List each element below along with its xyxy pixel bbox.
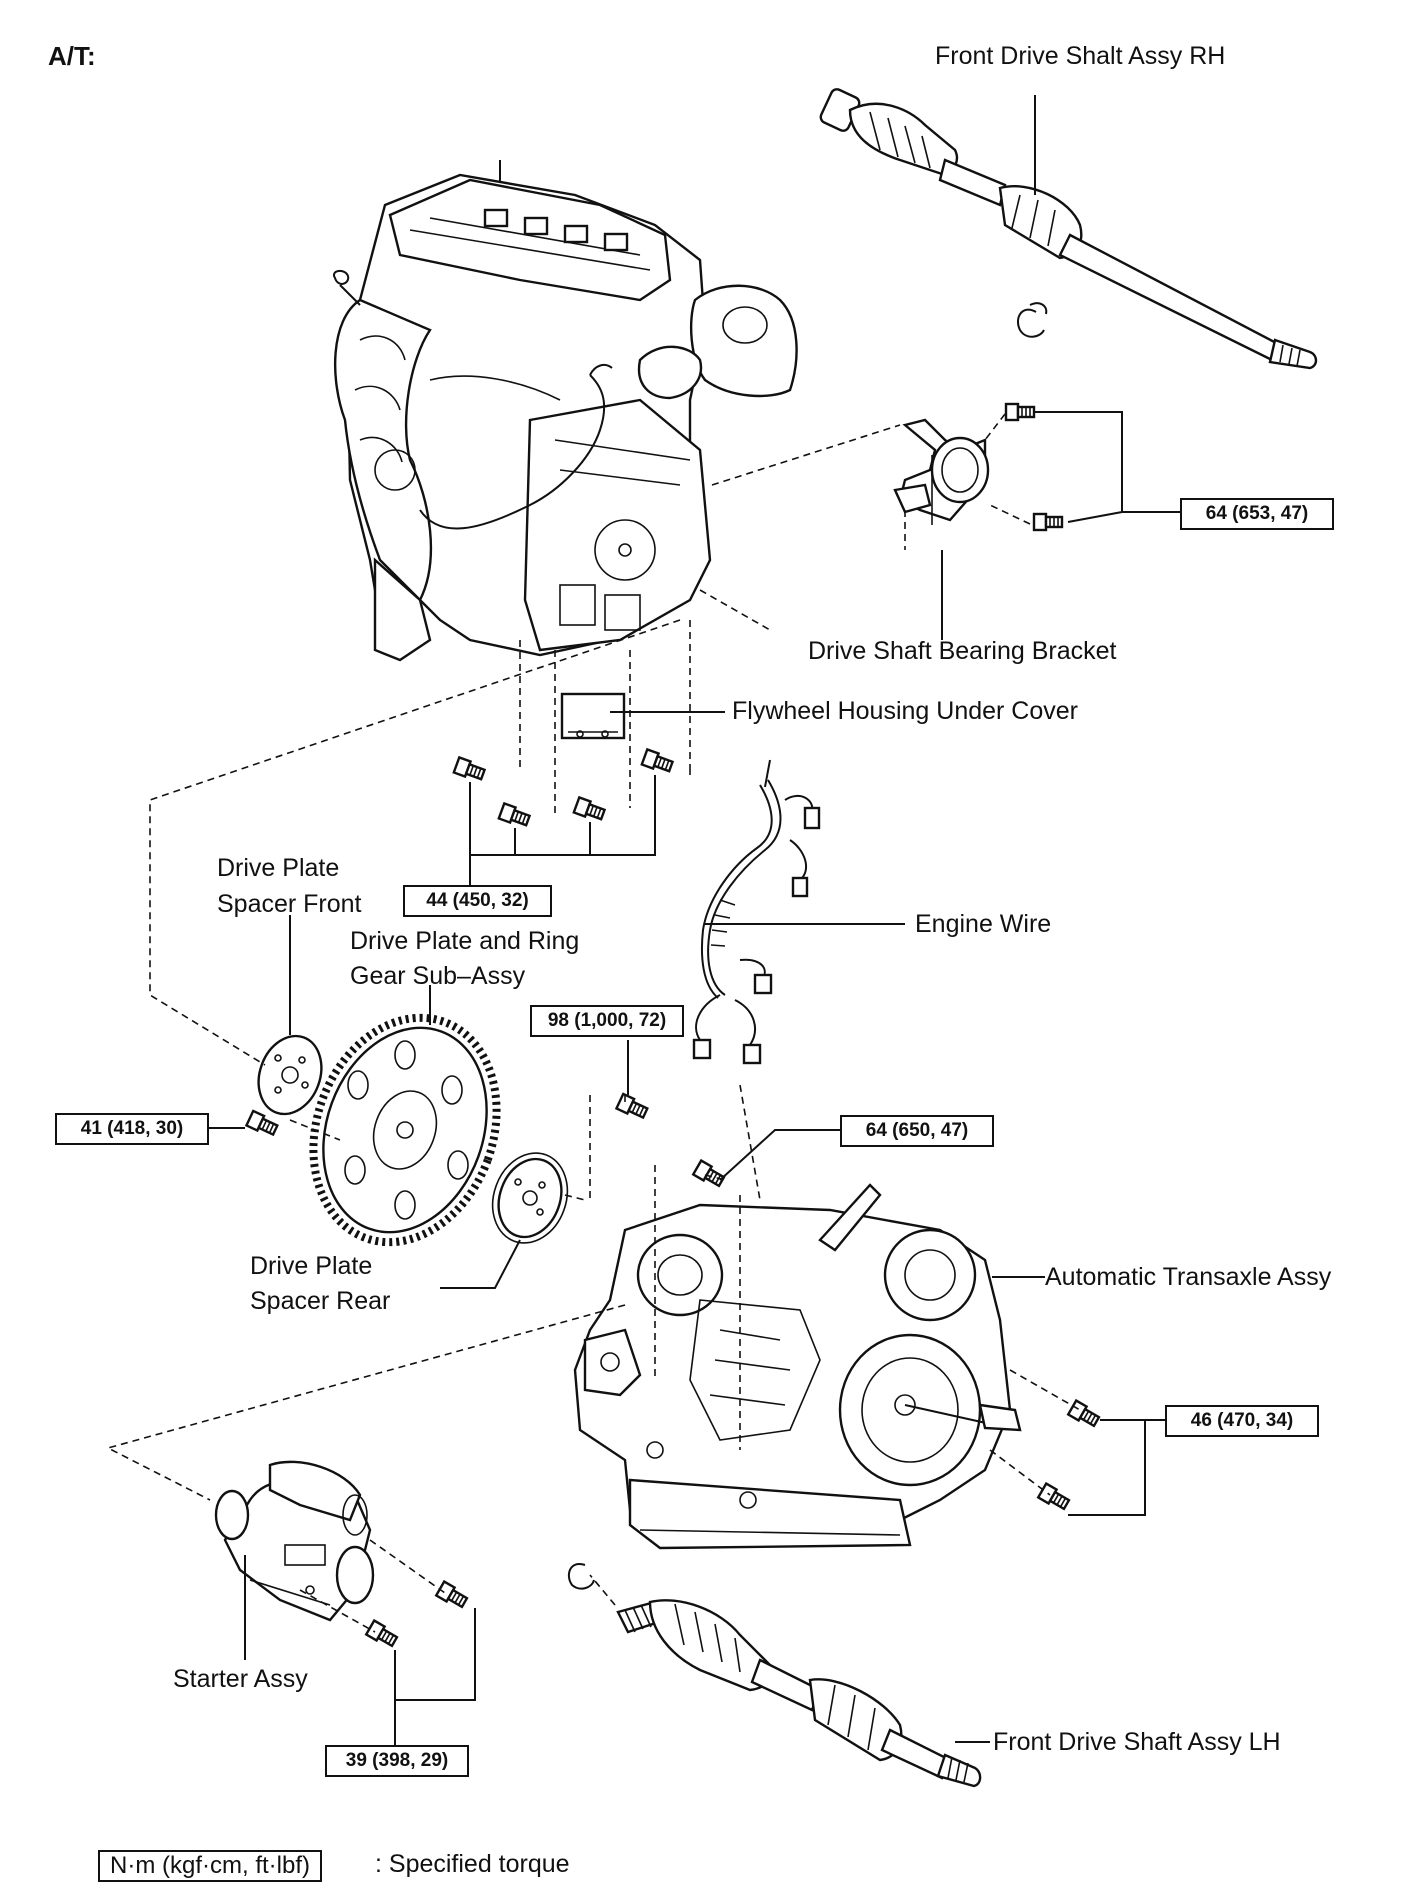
label-drive-plate-ring-gear-line1: Drive Plate and Ring bbox=[350, 927, 580, 955]
snap-ring-rh bbox=[1017, 308, 1045, 338]
drive-plate-spacer-rear bbox=[491, 1152, 569, 1244]
label-automatic-transaxle-assy: Automatic Transaxle Assy bbox=[1045, 1263, 1332, 1291]
label-drive-plate-spacer-front-line2: Spacer Front bbox=[217, 890, 362, 918]
label-drive-shaft-bearing-bracket: Drive Shaft Bearing Bracket bbox=[808, 637, 1117, 665]
drive-plate-spacer-front bbox=[257, 1034, 323, 1116]
label-drive-plate-spacer-rear-line1: Drive Plate bbox=[250, 1252, 373, 1280]
torque-box-transaxle-upper: 64 (650, 47) bbox=[840, 1115, 994, 1147]
front-drive-shaft-lh bbox=[616, 1599, 982, 1788]
torque-box-engine-wire: 98 (1,000, 72) bbox=[530, 1005, 684, 1037]
label-drive-plate-spacer-front-line1: Drive Plate bbox=[217, 854, 340, 882]
page-header: A/T: bbox=[48, 41, 96, 71]
starter-assy bbox=[214, 1460, 375, 1622]
torque-box-bracket: 64 (653, 47) bbox=[1180, 498, 1334, 530]
cover-bolts bbox=[452, 748, 675, 830]
label-front-drive-shaft-rh: Front Drive Shalt Assy RH bbox=[935, 42, 1226, 70]
legend-description: : Specified torque bbox=[375, 1850, 570, 1878]
assembly-lines bbox=[105, 413, 1081, 1633]
snap-ring-lh bbox=[567, 1563, 595, 1590]
drive-shaft-bearing-bracket bbox=[893, 418, 990, 525]
label-drive-plate-ring-gear-line2: Gear Sub–Assy bbox=[350, 962, 526, 990]
torque-box-cover-bolts: 44 (450, 32) bbox=[403, 885, 552, 917]
front-drive-shaft-rh bbox=[819, 88, 1318, 370]
flywheel-housing-under-cover bbox=[560, 692, 626, 740]
automatic-transaxle bbox=[573, 1183, 1022, 1550]
label-drive-plate-spacer-rear-line2: Spacer Rear bbox=[250, 1287, 391, 1315]
label-front-drive-shaft-lh: Front Drive Shaft Assy LH bbox=[993, 1728, 1281, 1756]
torque-box-drive-plate: 41 (418, 30) bbox=[55, 1113, 209, 1145]
label-flywheel-housing-under-cover: Flywheel Housing Under Cover bbox=[732, 697, 1078, 725]
label-engine-wire: Engine Wire bbox=[915, 910, 1052, 938]
engine-wire-harness bbox=[692, 759, 821, 1065]
drive-plate-ring-gear bbox=[309, 1013, 501, 1247]
label-starter-assy: Starter Assy bbox=[173, 1665, 308, 1693]
engine bbox=[333, 160, 798, 662]
legend-units-box: N·m (kgf·cm, ft·lbf) bbox=[98, 1850, 322, 1882]
torque-box-starter: 39 (398, 29) bbox=[325, 1745, 469, 1777]
torque-box-transaxle-side: 46 (470, 34) bbox=[1165, 1405, 1319, 1437]
leader-lines bbox=[205, 95, 1180, 1745]
